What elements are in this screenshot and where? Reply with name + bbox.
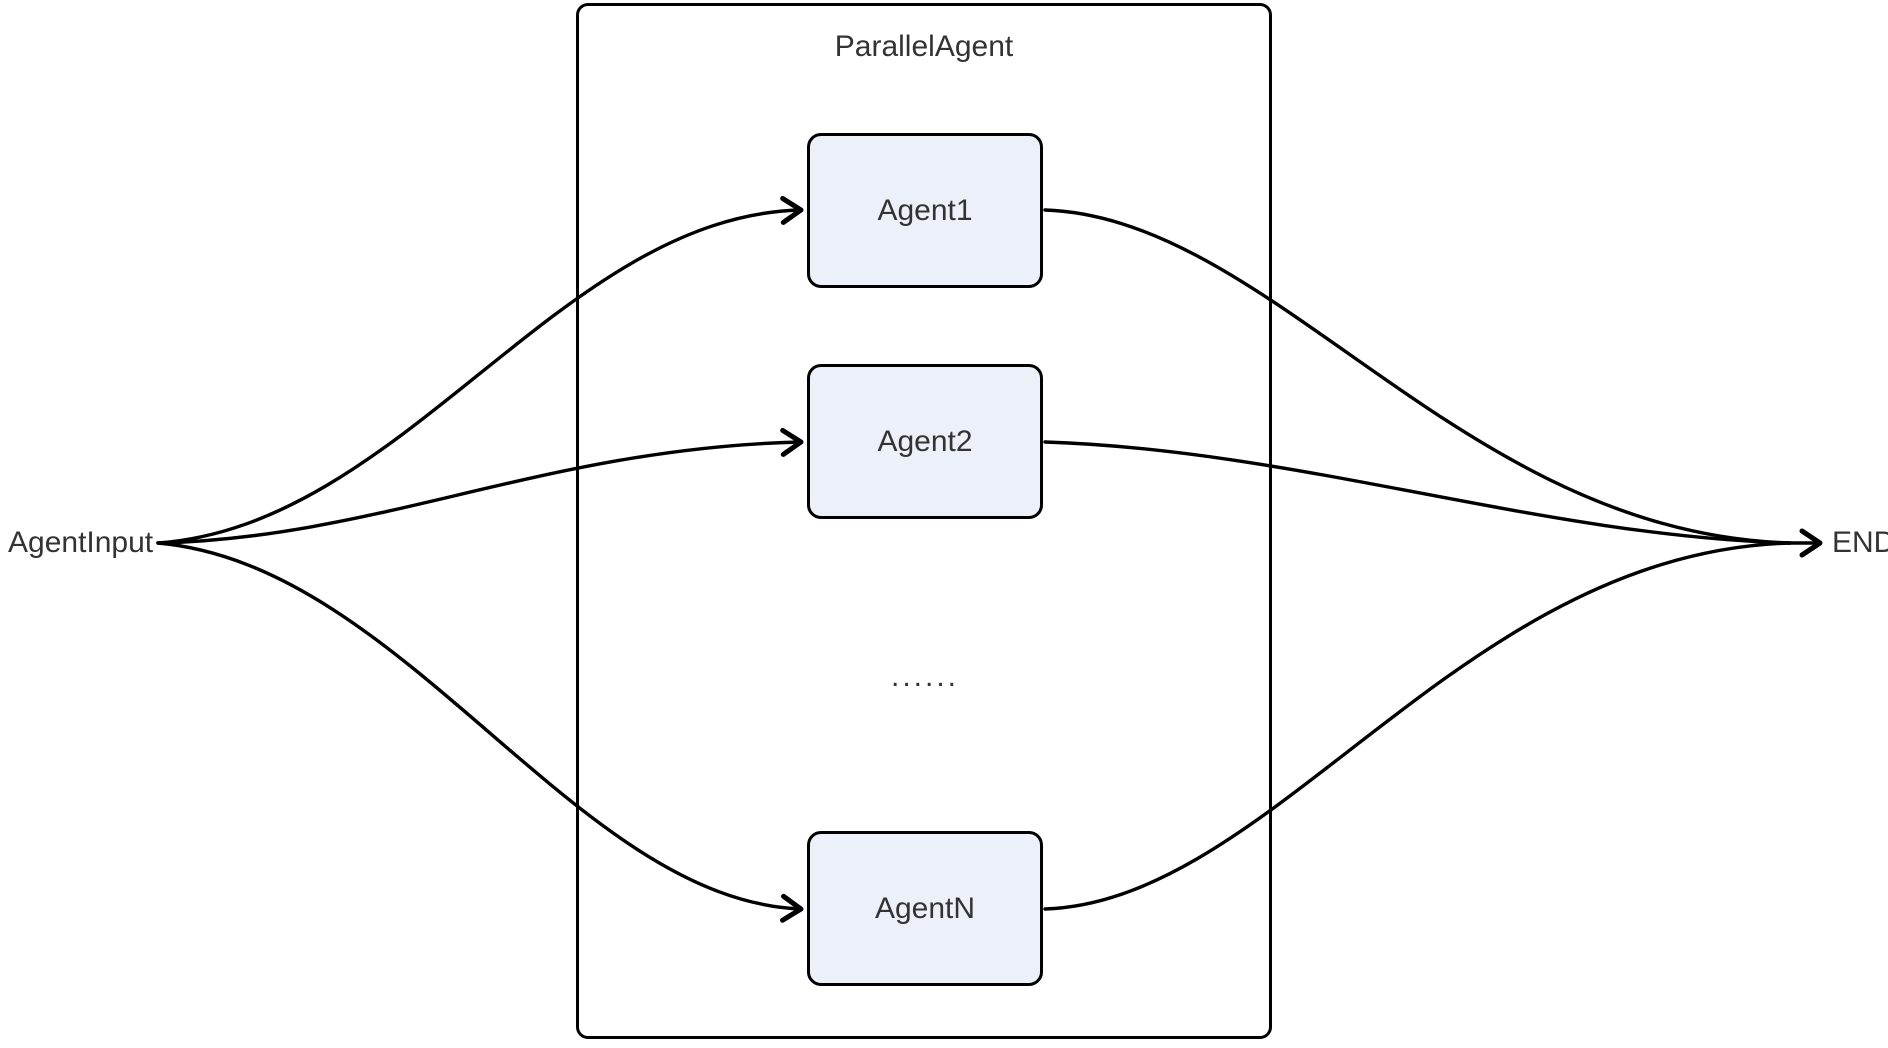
flow-end-label: END — [1832, 526, 1888, 559]
node-agent2: Agent2 — [807, 364, 1043, 519]
ellipsis-dots: ...... — [890, 660, 959, 693]
node-agent1: Agent1 — [807, 133, 1043, 288]
node-agent2-label: Agent2 — [877, 424, 973, 458]
node-agentn-label: AgentN — [874, 891, 976, 925]
flow-start-label: AgentInput — [8, 526, 154, 559]
node-agentn: AgentN — [807, 831, 1043, 986]
node-agent1-label: Agent1 — [877, 193, 973, 227]
container-title: ParallelAgent — [834, 30, 1014, 63]
